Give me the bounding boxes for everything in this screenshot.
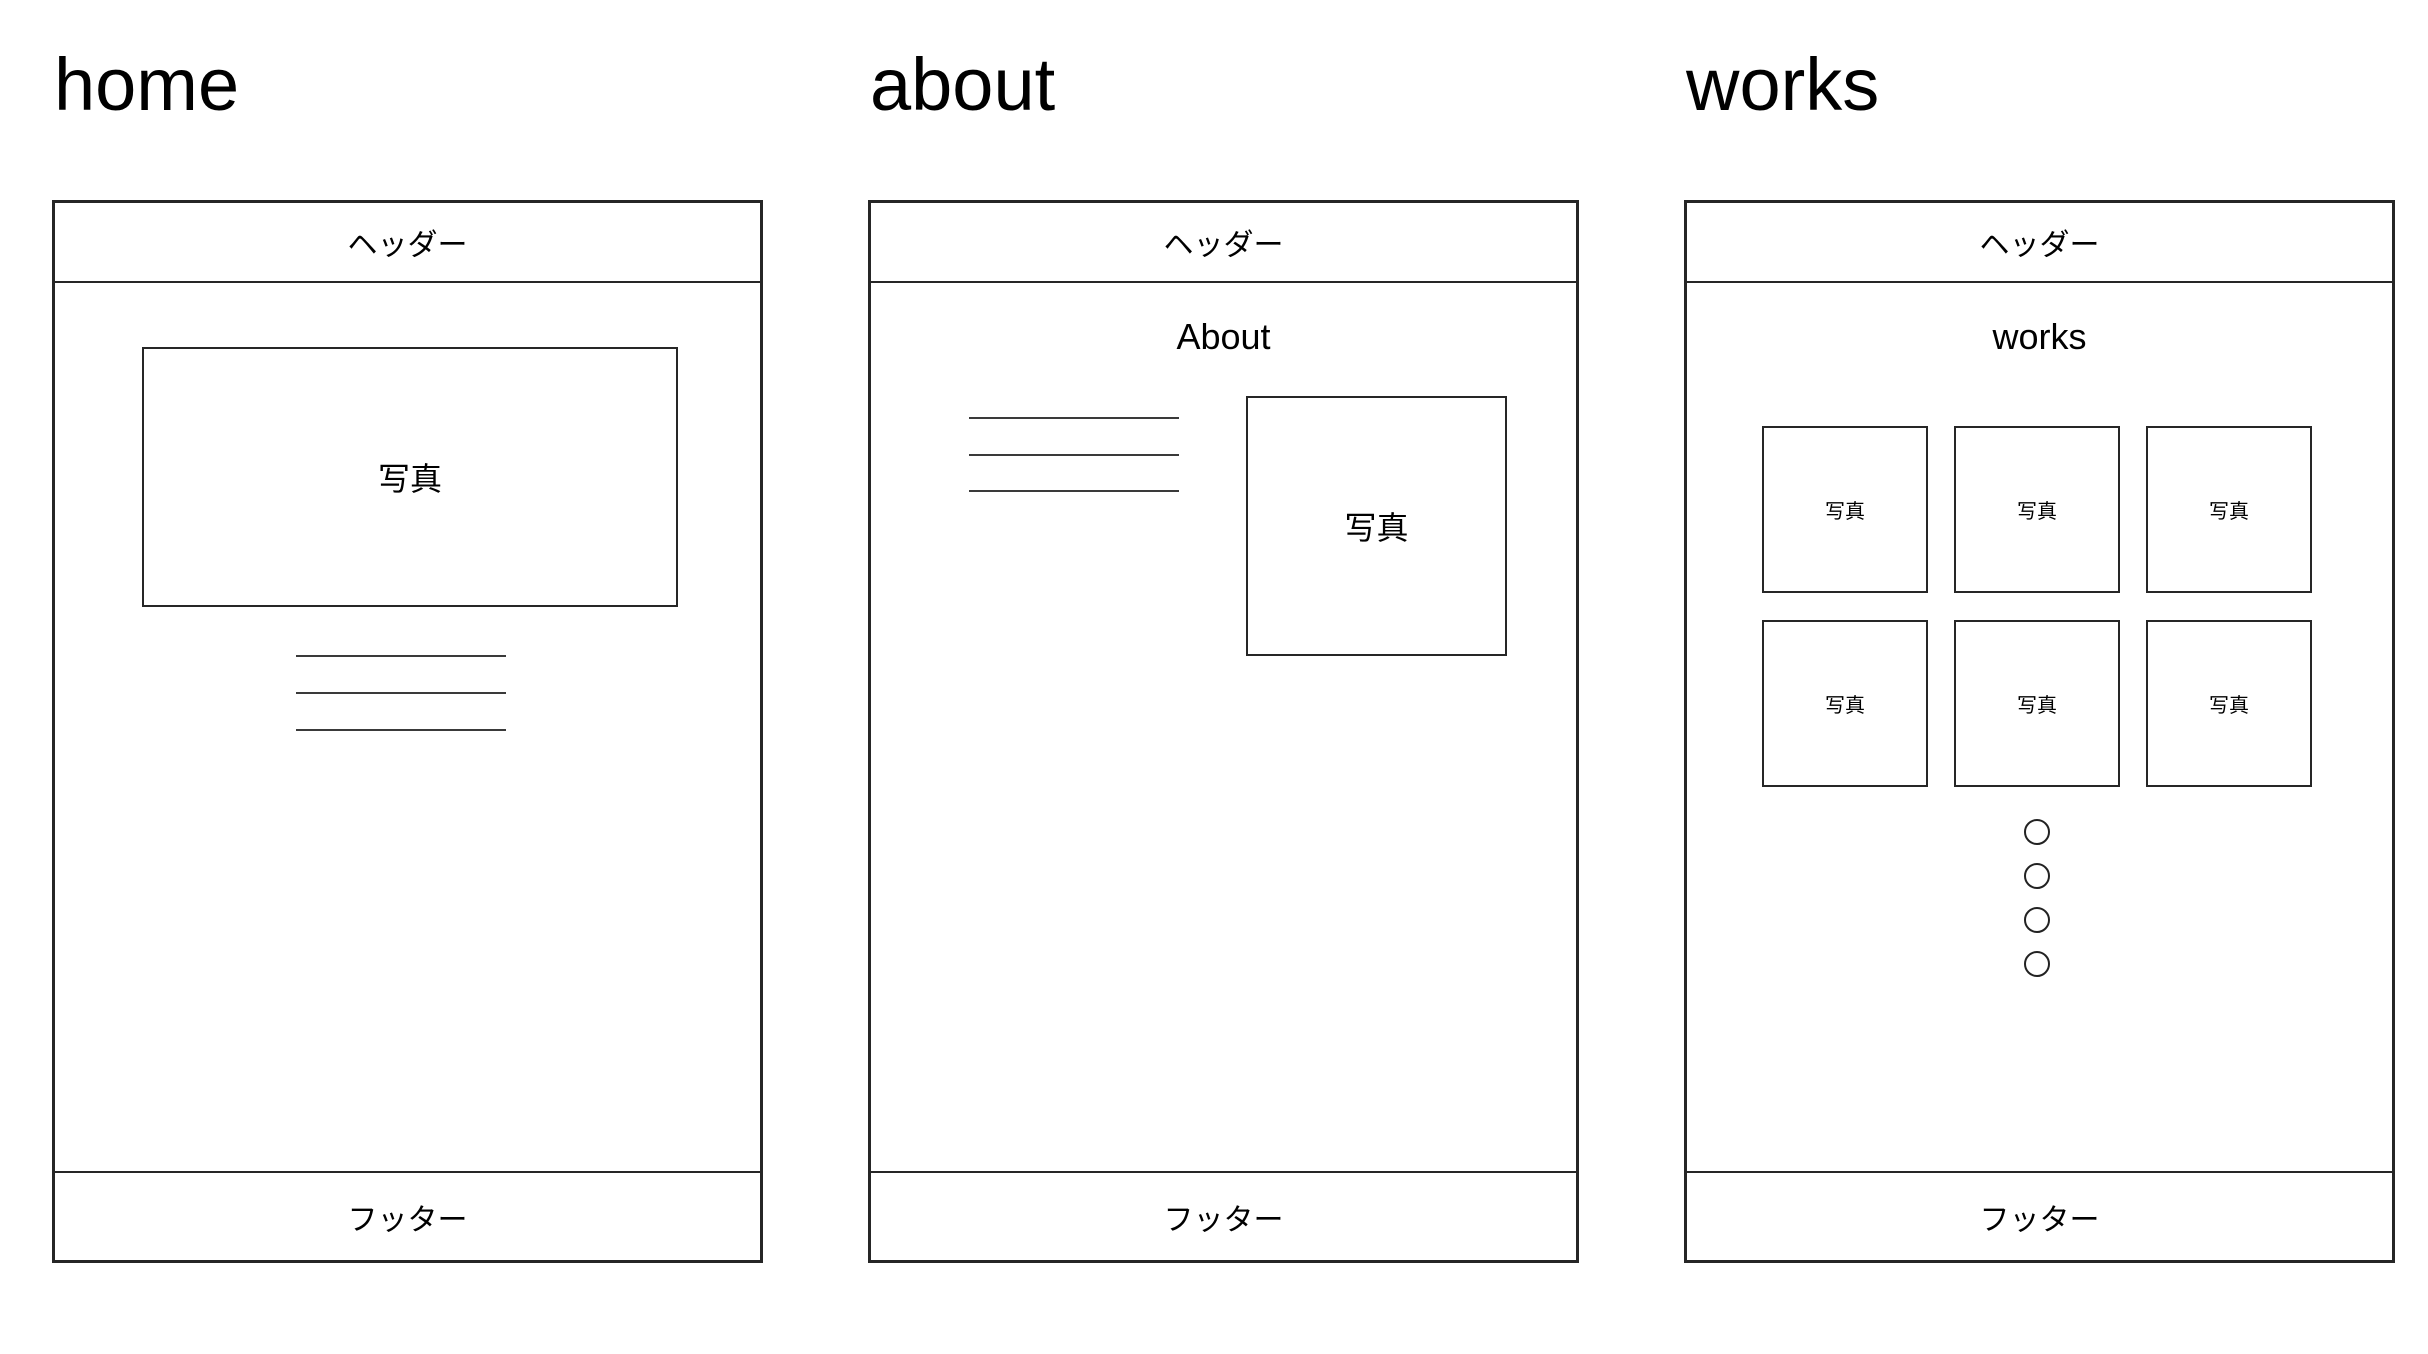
- photo-label: 写真: [1825, 501, 1865, 523]
- panel-about: about ヘッダー About 写真 フッター: [868, 0, 1579, 1354]
- page-label-about: about: [870, 43, 1056, 126]
- photo-label: 写真: [1825, 695, 1865, 717]
- works-header-placeholder: ヘッダー: [1687, 203, 2392, 283]
- footer-label: フッター: [1979, 1203, 2100, 1237]
- works-photo-placeholder: 写真: [1954, 426, 2120, 593]
- text-line-placeholder: [296, 729, 506, 731]
- works-photo-placeholder: 写真: [1954, 620, 2120, 787]
- photo-label: 写真: [2017, 695, 2057, 717]
- footer-label: フッター: [1163, 1203, 1284, 1237]
- header-label: ヘッダー: [347, 229, 468, 262]
- about-header-placeholder: ヘッダー: [871, 203, 1576, 283]
- photo-label: 写真: [2209, 695, 2249, 717]
- page-label-home: home: [54, 43, 240, 126]
- home-photo-placeholder: 写真: [142, 347, 678, 607]
- text-line-placeholder: [969, 454, 1179, 456]
- photo-label: 写真: [2017, 501, 2057, 523]
- home-frame: ヘッダー 写真 フッター: [52, 200, 763, 1263]
- about-page-heading: About: [1176, 316, 1271, 357]
- about-footer-placeholder: フッター: [871, 1171, 1576, 1260]
- text-line-placeholder: [296, 655, 506, 657]
- text-line-placeholder: [969, 490, 1179, 492]
- pagination-dot: [2024, 951, 2050, 977]
- photo-label: 写真: [2209, 501, 2249, 523]
- pagination-dot: [2024, 907, 2050, 933]
- home-footer-placeholder: フッター: [55, 1171, 760, 1260]
- works-photo-placeholder: 写真: [1762, 426, 1928, 593]
- works-frame: ヘッダー works 写真 写真 写真 写真 写真 写真: [1684, 200, 2395, 1263]
- photo-label: 写真: [1344, 510, 1409, 546]
- home-header-placeholder: ヘッダー: [55, 203, 760, 283]
- about-photo-placeholder: 写真: [1246, 396, 1507, 656]
- pagination-dot: [2024, 819, 2050, 845]
- works-photo-placeholder: 写真: [2146, 620, 2312, 787]
- photo-label: 写真: [377, 461, 442, 497]
- header-label: ヘッダー: [1979, 229, 2100, 262]
- panel-home: home ヘッダー 写真 フッター: [52, 0, 763, 1354]
- header-label: ヘッダー: [1163, 229, 1284, 262]
- page-label-works: works: [1686, 43, 1880, 126]
- pagination-dot: [2024, 863, 2050, 889]
- text-line-placeholder: [296, 692, 506, 694]
- panel-works: works ヘッダー works 写真 写真 写真 写真 写真 写真: [1684, 0, 2395, 1354]
- footer-label: フッター: [347, 1203, 468, 1237]
- works-photo-placeholder: 写真: [1762, 620, 1928, 787]
- works-photo-placeholder: 写真: [2146, 426, 2312, 593]
- text-line-placeholder: [969, 417, 1179, 419]
- about-frame: ヘッダー About 写真 フッター: [868, 200, 1579, 1263]
- works-page-heading: works: [1992, 316, 2087, 357]
- works-footer-placeholder: フッター: [1687, 1171, 2392, 1260]
